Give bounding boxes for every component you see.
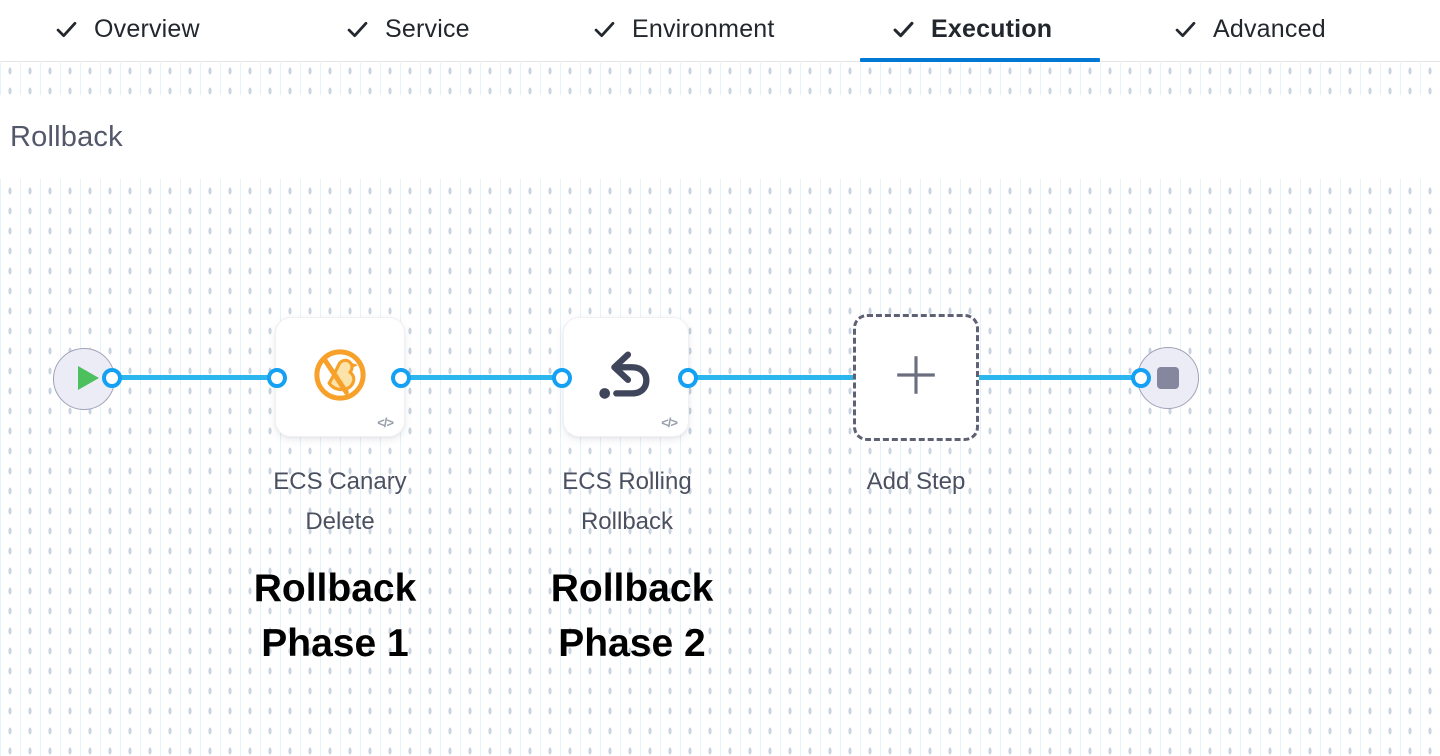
step-label-line: ECS Canary bbox=[273, 468, 407, 495]
page-title: Rollback bbox=[10, 120, 123, 153]
step-card-ecs-canary-delete[interactable]: </> bbox=[275, 317, 405, 437]
checkmark-icon bbox=[53, 16, 80, 43]
tab-label: Service bbox=[385, 14, 470, 43]
stop-icon bbox=[1157, 367, 1179, 389]
connector-line bbox=[401, 375, 562, 380]
tab-label: Environment bbox=[632, 14, 775, 43]
pipeline-canvas: Rollback </> bbox=[0, 63, 1440, 756]
annotation-line: Phase 1 bbox=[261, 622, 409, 665]
step-label-line: ECS Rolling bbox=[562, 468, 692, 495]
connector-port-dot[interactable] bbox=[391, 368, 411, 388]
tab-environment[interactable]: Environment bbox=[591, 0, 775, 58]
checkmark-icon bbox=[890, 16, 917, 43]
annotation-rollback-phase-2: Rollback Phase 2 bbox=[477, 561, 787, 671]
tab-label: Overview bbox=[94, 14, 200, 43]
code-icon: </> bbox=[377, 415, 394, 430]
tab-service[interactable]: Service bbox=[344, 0, 470, 58]
step-label-ecs-rolling-rollback: ECS Rolling Rollback bbox=[517, 462, 737, 542]
annotation-rollback-phase-1: Rollback Phase 1 bbox=[180, 561, 490, 671]
plus-icon bbox=[892, 351, 940, 404]
annotation-line: Rollback bbox=[550, 567, 714, 610]
connector-port-dot[interactable] bbox=[102, 368, 122, 388]
tab-label: Execution bbox=[931, 14, 1053, 43]
checkmark-icon bbox=[1172, 16, 1199, 43]
active-tab-underline bbox=[860, 58, 1100, 62]
tab-label: Advanced bbox=[1213, 14, 1326, 43]
connector-port-dot[interactable] bbox=[678, 368, 698, 388]
connector-line bbox=[979, 375, 1141, 380]
step-card-ecs-rolling-rollback[interactable]: </> bbox=[563, 317, 689, 437]
checkmark-icon bbox=[591, 16, 618, 43]
add-step-label: Add Step bbox=[866, 468, 966, 495]
add-step-button[interactable] bbox=[853, 314, 979, 441]
connector-port-dot[interactable] bbox=[1131, 368, 1151, 388]
step-label-ecs-canary-delete: ECS Canary Delete bbox=[230, 462, 450, 542]
step-label-line: Delete bbox=[305, 508, 375, 535]
connector-line bbox=[688, 375, 853, 380]
annotation-line: Rollback bbox=[253, 567, 417, 610]
checkmark-icon bbox=[344, 16, 371, 43]
tab-advanced[interactable]: Advanced bbox=[1172, 0, 1326, 58]
connector-port-dot[interactable] bbox=[267, 368, 287, 388]
annotation-line: Phase 2 bbox=[558, 622, 706, 665]
ecs-canary-delete-icon bbox=[311, 346, 369, 409]
tab-overview[interactable]: Overview bbox=[53, 0, 200, 58]
ecs-rolling-rollback-icon bbox=[595, 344, 657, 411]
step-label-line: Rollback bbox=[580, 508, 674, 535]
section-heading-band: Rollback bbox=[0, 95, 1440, 179]
play-icon bbox=[78, 366, 99, 390]
code-icon: </> bbox=[661, 415, 678, 430]
stage-config-tabbar: Overview Service Environment Execution A… bbox=[0, 0, 1440, 62]
tab-execution[interactable]: Execution bbox=[890, 0, 1052, 58]
connector-line bbox=[112, 375, 277, 380]
connector-port-dot[interactable] bbox=[552, 368, 572, 388]
